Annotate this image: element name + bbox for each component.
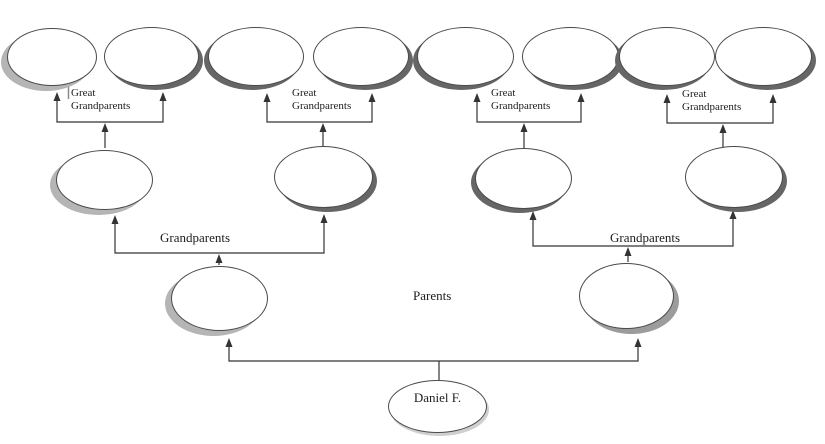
bracket-great-grandparents-2 bbox=[263, 93, 376, 146]
great-grandparent-node-2 bbox=[104, 27, 199, 86]
child-name-label: Daniel F. bbox=[413, 390, 462, 405]
great-grandparents-label-3: Great Grandparents bbox=[491, 87, 550, 112]
great-grandparents-label-4: Great Grandparents bbox=[682, 88, 741, 113]
bracket-grandparents-left bbox=[111, 214, 328, 265]
label-line: Great bbox=[491, 87, 516, 99]
label-line: Grandparents bbox=[71, 99, 131, 112]
bracket-parents bbox=[225, 338, 642, 380]
great-grandparent-node-3 bbox=[208, 27, 304, 86]
great-grandparents-label-1: Great Grandparents bbox=[71, 87, 130, 112]
grandparents-label-left: Grandparents bbox=[160, 230, 231, 245]
grandparent-node-1 bbox=[56, 150, 153, 210]
great-grandparent-node-5 bbox=[417, 27, 514, 86]
great-grandparent-node-6 bbox=[522, 27, 619, 86]
great-grandparent-node-8 bbox=[715, 27, 812, 86]
parent-node-2 bbox=[579, 263, 674, 329]
parent-node-1 bbox=[171, 266, 268, 331]
parents-label: Parents bbox=[413, 288, 452, 303]
label-line: Grandparents bbox=[682, 100, 742, 113]
grandparents-label-right: Grandparents bbox=[610, 230, 681, 245]
great-grandparent-node-4 bbox=[313, 27, 409, 86]
bracket-great-grandparents-3 bbox=[473, 93, 585, 148]
great-grandparent-node-1 bbox=[7, 28, 97, 86]
bracket-great-grandparents-4 bbox=[663, 94, 777, 147]
bracket-grandparents-right bbox=[529, 210, 737, 262]
label-line: Great bbox=[682, 88, 707, 100]
great-grandparent-node-7 bbox=[619, 27, 715, 86]
label-line: Great bbox=[292, 87, 317, 99]
bracket-great-grandparents-1 bbox=[53, 92, 167, 148]
grandparent-node-2 bbox=[274, 146, 373, 208]
grandparent-node-4 bbox=[685, 146, 783, 208]
child-node: Daniel F. bbox=[388, 380, 487, 433]
label-line: Grandparents bbox=[491, 99, 551, 112]
grandparent-node-3 bbox=[475, 148, 572, 209]
label-line: Grandparents bbox=[292, 99, 352, 112]
label-line: Great bbox=[71, 87, 96, 99]
great-grandparents-label-2: Great Grandparents bbox=[292, 87, 351, 112]
